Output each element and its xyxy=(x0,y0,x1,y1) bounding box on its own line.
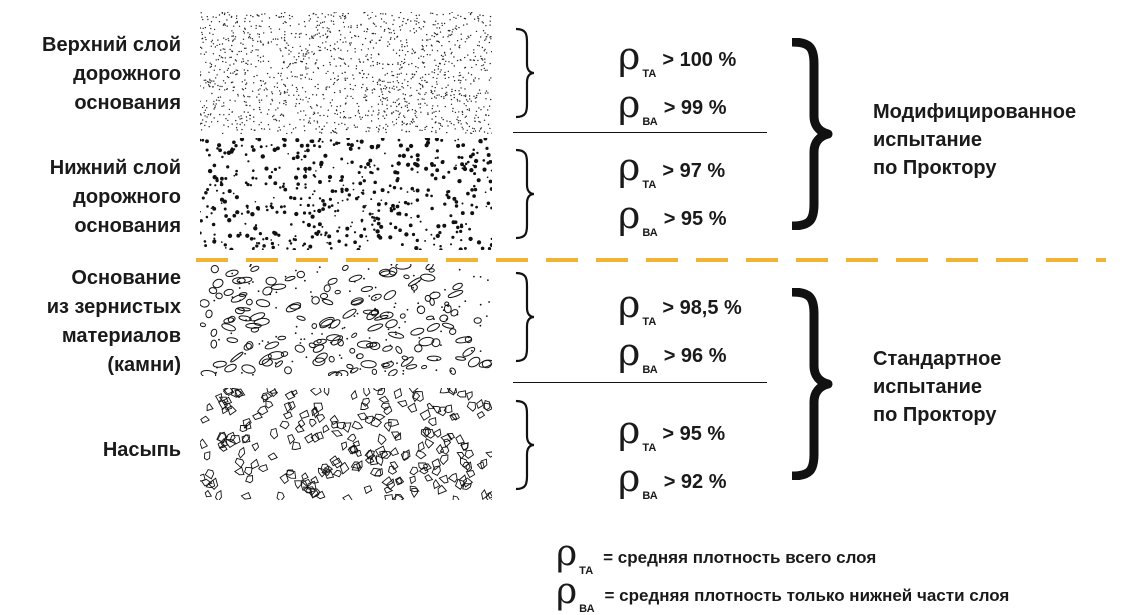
subscript-ba: ВА xyxy=(642,227,658,239)
subscript-ta: ТА xyxy=(642,179,657,191)
rho-symbol: ρ xyxy=(618,282,641,326)
test-line: испытание xyxy=(873,129,982,151)
test-label-standard: Стандартное испытание по Проктору xyxy=(873,345,1001,429)
large-brace-icon xyxy=(791,38,833,230)
test-line: Модифицированное xyxy=(873,101,1077,123)
subscript-ba: ВА xyxy=(642,490,658,502)
subscript-ba: ВА xyxy=(579,603,595,615)
spec-value: > 98,5 % xyxy=(662,296,742,319)
subscript-ta: ТА xyxy=(579,565,594,577)
large-brace-icon xyxy=(791,288,833,480)
divider-dashed-line xyxy=(196,258,1106,262)
legend-ba: ρ ВА = средняя плотность только нижней ч… xyxy=(556,574,1010,615)
spec-embankment: ρ ТА > 95 % ρ ВА > 92 % xyxy=(618,410,727,506)
spec-row-ta: ρ ТА > 98,5 % xyxy=(618,284,742,332)
label-line: из зернистых xyxy=(46,296,181,318)
label-line: материалов xyxy=(61,325,181,347)
brace-icon xyxy=(515,399,535,491)
spec-row-ba: ρ ВА > 96 % xyxy=(618,332,742,380)
label-line: дорожного xyxy=(73,186,181,208)
texture-lower-base xyxy=(200,138,492,250)
spec-row-ba: ρ ВА > 99 % xyxy=(618,84,736,132)
spec-lower-base: ρ ТА > 97 % ρ ВА > 95 % xyxy=(618,147,727,243)
rho-symbol: ρ xyxy=(618,193,641,237)
rho-symbol: ρ xyxy=(618,34,641,78)
label-line: Верхний слой xyxy=(42,34,181,56)
subscript-ba: ВА xyxy=(642,364,658,376)
rho-symbol: ρ xyxy=(556,533,578,574)
subscript-ta: ТА xyxy=(642,316,657,328)
texture-upper-base xyxy=(200,12,492,134)
label-line: основания xyxy=(74,92,181,114)
brace-icon xyxy=(515,27,535,119)
brace-icon xyxy=(515,148,535,240)
test-line: по Проктору xyxy=(873,157,997,179)
spec-granular-base: ρ ТА > 98,5 % ρ ВА > 96 % xyxy=(618,284,742,380)
layer-label-granular-base: Основание из зернистых материалов (камни… xyxy=(47,264,181,380)
fine-dots-texture xyxy=(200,12,492,134)
rho-symbol: ρ xyxy=(618,145,641,189)
spec-value: > 96 % xyxy=(663,344,727,367)
layer-label-embankment: Насыпь xyxy=(103,436,181,465)
label-line: Насыпь xyxy=(102,439,181,461)
test-label-modified: Модифицированное испытание по Проктору xyxy=(873,98,1076,182)
label-line: основания xyxy=(74,215,181,237)
spec-row-ba: ρ ВА > 92 % xyxy=(618,458,727,506)
spec-value: > 92 % xyxy=(663,470,727,493)
spec-value: > 95 % xyxy=(663,207,727,230)
coarse-dots-texture xyxy=(200,138,492,250)
separator-line xyxy=(513,382,767,383)
layer-label-upper-base: Верхний слой дорожного основания xyxy=(42,31,181,118)
test-line: по Проктору xyxy=(873,404,997,426)
label-line: дорожного xyxy=(73,63,181,85)
spec-upper-base: ρ ТА > 100 % ρ ВА > 99 % xyxy=(618,36,736,132)
layer-label-lower-base: Нижний слой дорожного основания xyxy=(50,154,181,241)
spec-row-ta: ρ ТА > 100 % xyxy=(618,36,736,84)
label-line: (камни) xyxy=(107,354,181,376)
subscript-ba: ВА xyxy=(642,116,658,128)
texture-embankment xyxy=(200,388,492,500)
test-line: Стандартное xyxy=(873,348,1002,370)
spec-value: > 95 % xyxy=(662,422,726,445)
spec-value: > 99 % xyxy=(663,96,727,119)
subscript-ta: ТА xyxy=(642,442,657,454)
subscript-ta: ТА xyxy=(642,68,657,80)
rho-symbol: ρ xyxy=(618,408,641,452)
legend-ta: ρ ТА = средняя плотность всего слоя xyxy=(556,536,877,578)
spec-row-ta: ρ ТА > 95 % xyxy=(618,410,727,458)
ovals-texture xyxy=(200,264,492,376)
rho-symbol: ρ xyxy=(618,82,641,126)
legend-text: = средняя плотность всего слоя xyxy=(603,548,877,567)
rho-symbol: ρ xyxy=(618,456,641,500)
rho-symbol: ρ xyxy=(556,571,578,612)
spec-row-ta: ρ ТА > 97 % xyxy=(618,147,727,195)
label-line: Основание xyxy=(71,267,181,289)
spec-value: > 100 % xyxy=(662,48,737,71)
texture-granular-base xyxy=(200,264,492,376)
spec-row-ba: ρ ВА > 95 % xyxy=(618,195,727,243)
polygons-texture xyxy=(200,388,492,500)
test-line: испытание xyxy=(873,376,982,398)
rho-symbol: ρ xyxy=(618,330,641,374)
spec-value: > 97 % xyxy=(662,159,726,182)
legend-text: = средняя плотность только нижней части … xyxy=(604,586,1010,605)
brace-icon xyxy=(515,271,535,363)
separator-line xyxy=(513,132,767,133)
label-line: Нижний слой xyxy=(49,157,181,179)
